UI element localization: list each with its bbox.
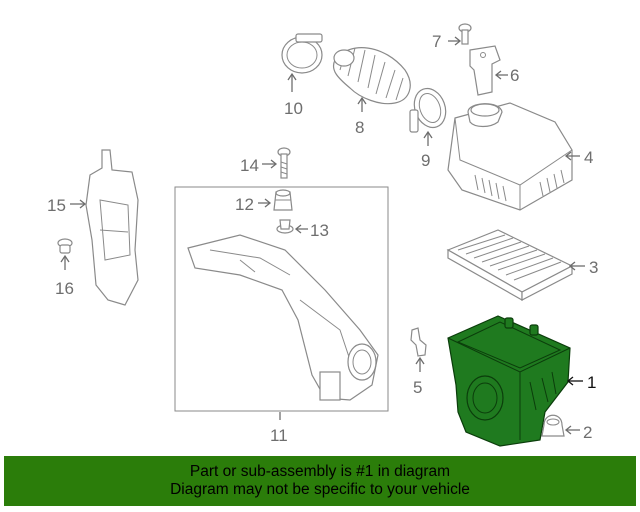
part-4-upper-cover[interactable]: 4 <box>447 102 593 211</box>
callout-14: 14 <box>240 156 259 175</box>
part-16-clip[interactable]: 16 <box>55 238 74 298</box>
part-3-air-filter[interactable]: 3 <box>446 229 598 302</box>
part-7-bolt[interactable]: 7 <box>432 23 472 51</box>
callout-1: 1 <box>587 373 596 392</box>
callout-4: 4 <box>584 148 593 167</box>
callout-16: 16 <box>55 279 74 298</box>
part-6-bracket[interactable]: 6 <box>469 45 519 96</box>
part-14-bolt[interactable]: 14 <box>240 147 291 179</box>
part-8-intake-hose[interactable]: 8 <box>332 47 411 137</box>
info-banner: Part or sub-assembly is #1 in diagram Di… <box>4 456 636 506</box>
part-13-clip[interactable]: 13 <box>276 219 329 240</box>
part-9-clamp[interactable]: 9 <box>409 84 451 170</box>
part-1-lower-case-highlighted[interactable]: 1 <box>447 315 596 447</box>
callout-13: 13 <box>310 221 329 240</box>
banner-line-1: Part or sub-assembly is #1 in diagram <box>189 463 451 480</box>
callout-2: 2 <box>583 423 592 442</box>
callout-15: 15 <box>47 196 66 215</box>
part-12-grommet[interactable]: 12 <box>235 189 293 214</box>
part-10-clamp[interactable]: 10 <box>281 33 323 118</box>
callout-3: 3 <box>589 258 598 277</box>
callout-10: 10 <box>284 99 303 118</box>
part-2-grommet[interactable]: 2 <box>541 414 592 442</box>
callout-9: 9 <box>421 151 430 170</box>
banner-line-2: Diagram may not be specific to your vehi… <box>170 481 470 498</box>
callout-7: 7 <box>432 32 441 51</box>
callout-6: 6 <box>510 66 519 85</box>
part-11-resonator-group[interactable]: 11 <box>174 186 389 445</box>
part-5-clip[interactable]: 5 <box>410 327 427 397</box>
callout-12: 12 <box>235 195 254 214</box>
callout-11: 11 <box>270 426 288 445</box>
part-15-bracket[interactable]: 15 <box>47 149 139 306</box>
parts-diagram: 10 8 7 6 9 <box>47 23 598 447</box>
callout-8: 8 <box>355 118 364 137</box>
callout-5: 5 <box>413 378 422 397</box>
